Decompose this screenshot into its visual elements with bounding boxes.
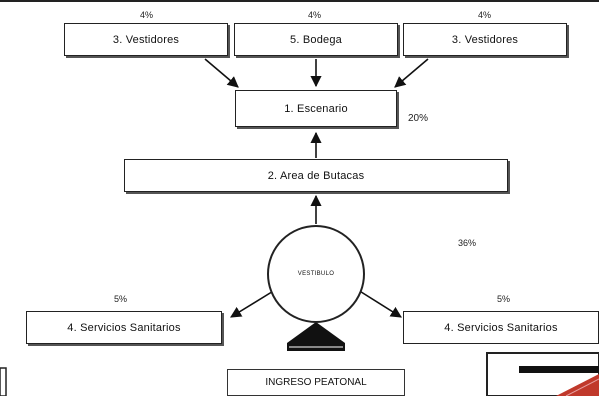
pct-vestidores-left: 4% — [140, 10, 154, 20]
node-escenario: 1. Escenario — [235, 90, 397, 127]
pct-vestibulo: 36% — [458, 238, 477, 248]
connector-vestidores-left-escenario — [204, 58, 239, 88]
node-bodega: 5. Bodega — [234, 23, 398, 56]
pct-vestidores-right: 4% — [478, 10, 492, 20]
node-vestidores-right: 3. Vestidores — [403, 23, 567, 56]
node-vestidores-right-label: 3. Vestidores — [451, 33, 519, 46]
pct-escenario: 20% — [408, 113, 429, 124]
node-area-butacas: 2. Area de Butacas — [124, 159, 508, 192]
node-vestibulo-label: VESTIBULO — [297, 271, 335, 277]
entrance-arrow-icon — [287, 322, 345, 351]
node-sanitarios-right: 4. Servicios Sanitarios — [403, 311, 599, 344]
node-vestibulo: VESTIBULO — [267, 225, 365, 323]
connector-vestibulo-sanitarios-left — [230, 289, 276, 318]
left-edge-fragment — [0, 367, 7, 396]
pct-sanitarios-right: 5% — [497, 294, 511, 304]
node-sanitarios-right-label: 4. Servicios Sanitarios — [444, 321, 558, 334]
connector-vestidores-right-escenario — [394, 58, 429, 88]
node-sanitarios-left: 4. Servicios Sanitarios — [26, 311, 222, 344]
node-vestidores-left: 3. Vestidores — [64, 23, 228, 56]
node-sanitarios-left-label: 4. Servicios Sanitarios — [67, 321, 181, 334]
pct-bodega: 4% — [308, 10, 322, 20]
ingreso-peatonal-label: INGRESO PEATONAL — [265, 377, 367, 388]
node-escenario-label: 1. Escenario — [284, 102, 348, 115]
node-vestidores-left-label: 3. Vestidores — [112, 33, 180, 46]
corner-thumbnail-image — [486, 352, 599, 396]
connector-vestibulo-sanitarios-right — [357, 289, 402, 318]
node-bodega-label: 5. Bodega — [290, 33, 342, 46]
ingreso-peatonal-label-box: INGRESO PEATONAL — [227, 369, 405, 396]
pct-sanitarios-left: 5% — [114, 294, 128, 304]
node-area-butacas-label: 2. Area de Butacas — [267, 169, 365, 182]
